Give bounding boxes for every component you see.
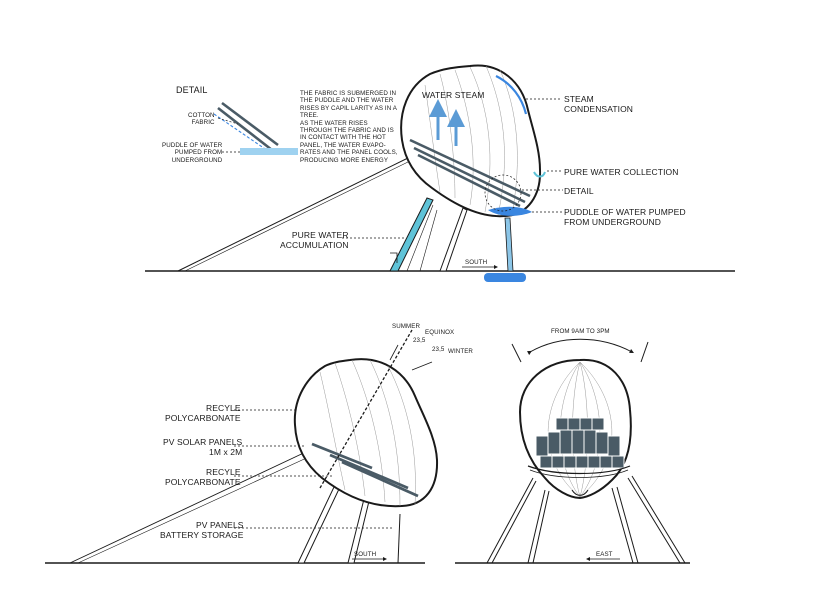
water-collection-drop	[533, 171, 546, 178]
detail-marker-label: DETAIL	[564, 186, 594, 196]
leg-front-cyan	[389, 197, 434, 272]
leg-rear	[439, 207, 468, 272]
water-steam-label: WATER STEAM	[422, 90, 485, 100]
pure-water-accumulation-label: PURE WATER ACCUMULATION	[280, 230, 349, 250]
equinox-label: EQUINOX	[425, 329, 455, 336]
condensation-edge	[495, 75, 528, 115]
detail-inset	[213, 101, 298, 155]
section-1-water-diagram	[145, 64, 735, 282]
battery-storage-label: PV PANELS BATTERY STORAGE	[160, 520, 244, 540]
winter-label: WINTER	[448, 348, 474, 355]
water-pipe	[504, 217, 514, 272]
recycle-polycarbonate-1: RECYLE POLYCARBONATE	[165, 403, 241, 423]
detail-circle	[484, 174, 522, 212]
pv-solar-panels-label: PV SOLAR PANELS 1M x 2M	[163, 437, 243, 457]
sun-path-arc	[526, 338, 634, 356]
detail-puddle	[240, 148, 298, 155]
puddle-main-label: PUDDLE OF WATER PUMPED FROM UNDERGROUND	[564, 207, 686, 227]
angle-1-label: 23,5	[413, 337, 426, 344]
pure-water-collection-label: PURE WATER COLLECTION	[564, 167, 679, 177]
east-label: EAST	[596, 551, 613, 558]
solar-panels-1	[409, 138, 531, 208]
detail-title: DETAIL	[176, 85, 208, 95]
diagonal-strut	[177, 156, 411, 272]
summer-label: SUMMER	[392, 323, 421, 330]
puddle-detail-label: PUDDLE OF WATER PUMPED FROM UNDERGROUND	[162, 142, 223, 164]
underground-reservoir	[484, 273, 526, 282]
recycle-polycarbonate-2: RECYLE POLYCARBONATE	[165, 467, 241, 487]
balloon-1	[400, 64, 542, 218]
section-3-front-view	[455, 338, 690, 564]
south-label-2: SOUTH	[354, 551, 377, 558]
sun-ray-line	[319, 329, 413, 489]
cotton-fabric-label: COTTON FABRIC	[188, 112, 215, 127]
pv-panel-grid	[535, 417, 625, 469]
south-label-1: SOUTH	[465, 259, 488, 266]
explanation-text: THE FABRIC IS SUBMERGED IN THE PUDDLE AN…	[300, 90, 398, 164]
time-range-label: FROM 9AM TO 3PM	[551, 328, 610, 335]
angle-2-label: 23,5	[432, 346, 445, 353]
inner-puddle	[488, 206, 532, 216]
steam-condensation-label: STEAM CONDENSATION	[564, 94, 634, 114]
section-2-solar-diagram	[45, 329, 439, 564]
solar-panels-2	[311, 442, 419, 498]
